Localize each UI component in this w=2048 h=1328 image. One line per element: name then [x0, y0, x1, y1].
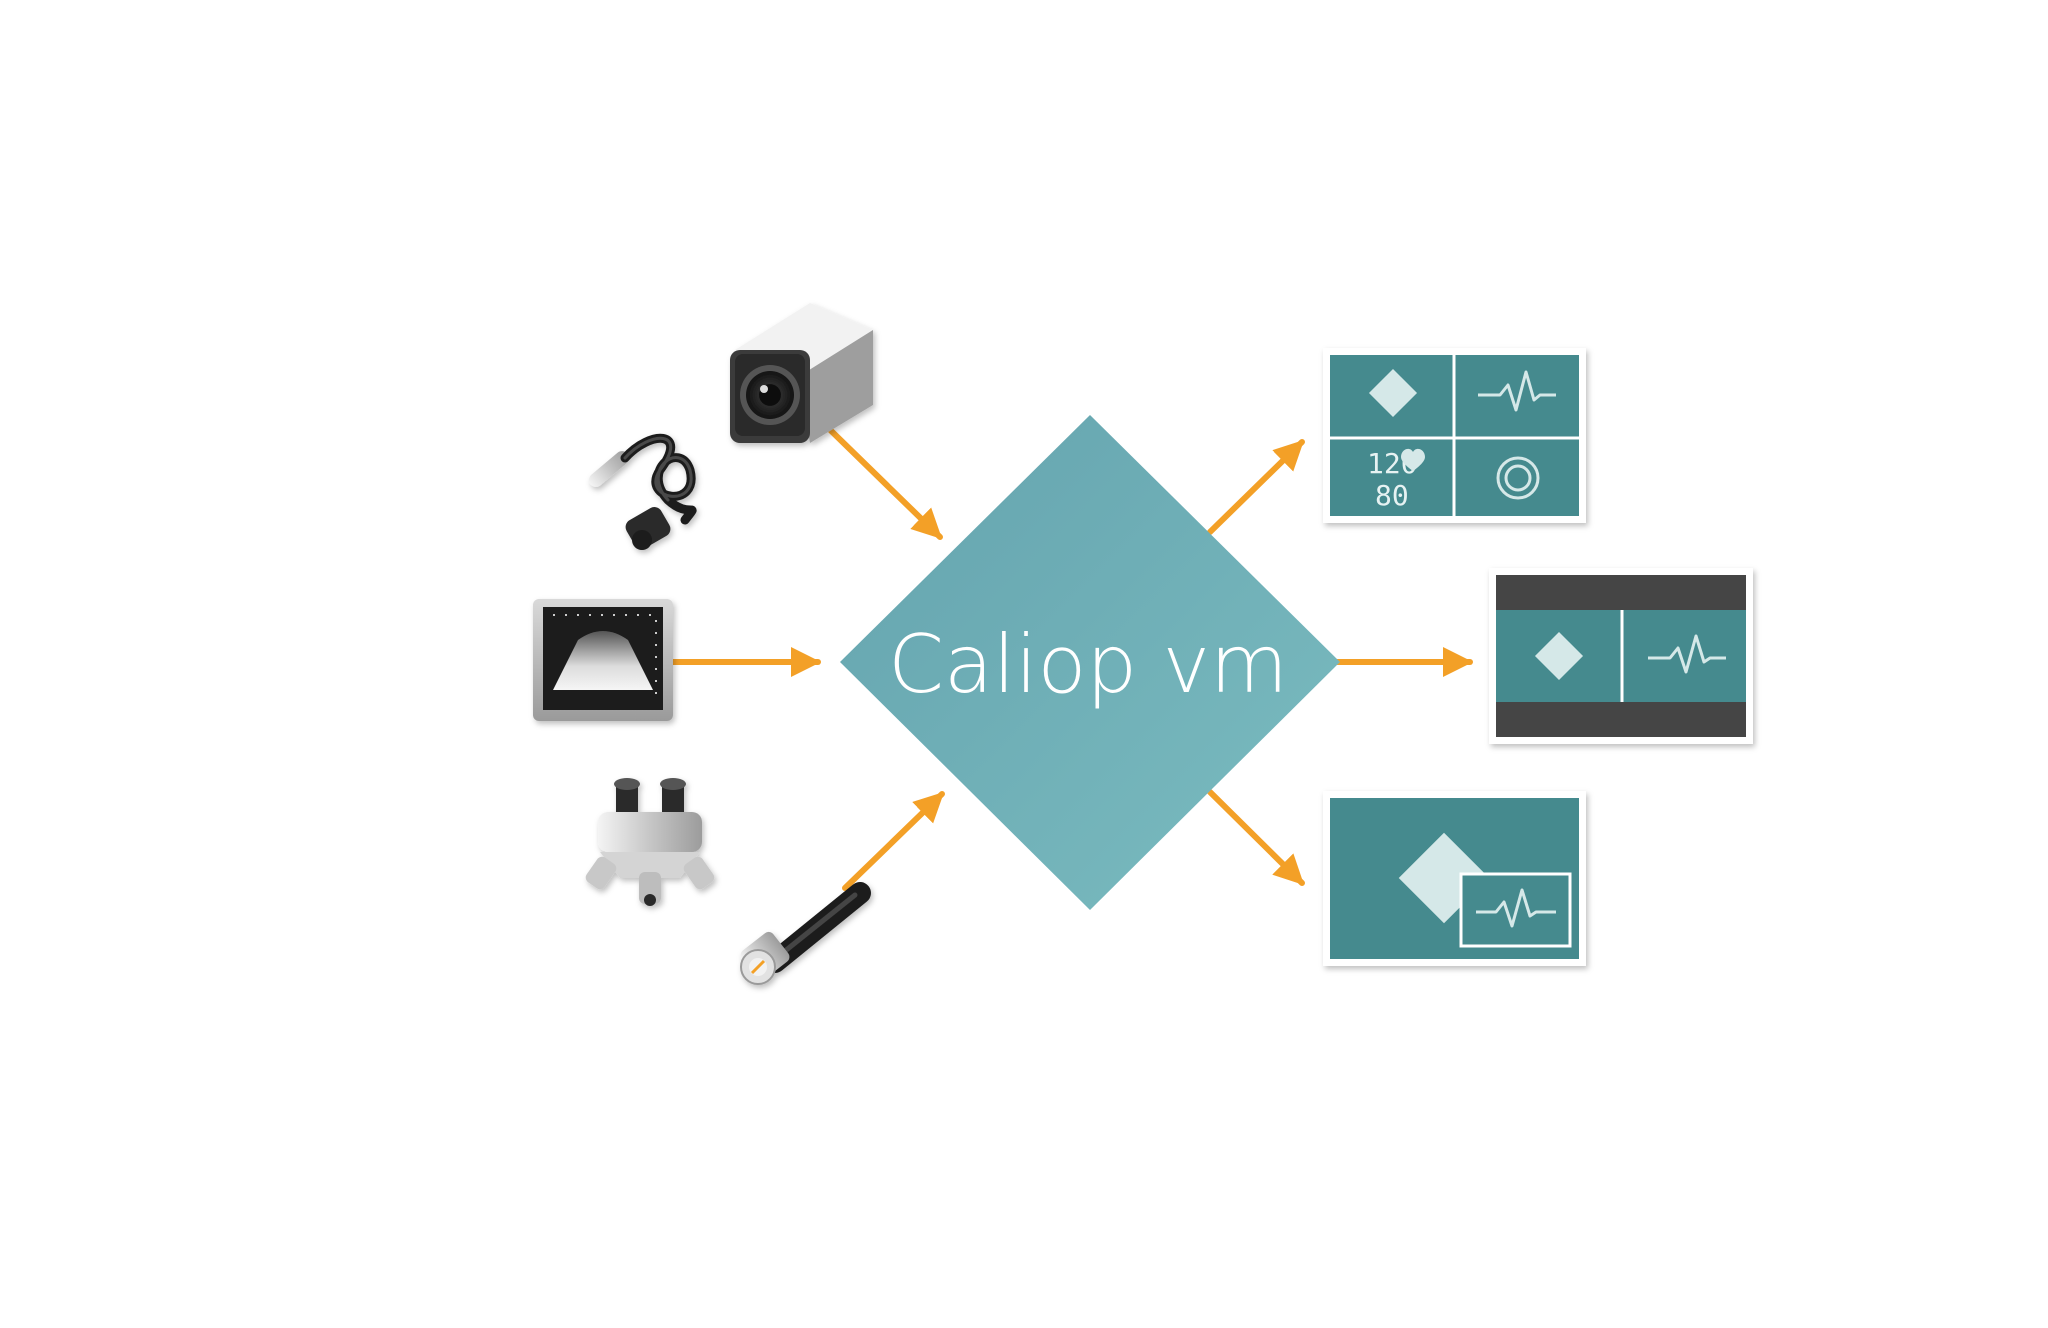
arrow-bnc-to-hub — [842, 791, 945, 891]
target-circle-icon — [1496, 456, 1540, 500]
ultrasound-monitor-icon — [533, 599, 673, 721]
connection-arrows — [669, 417, 1473, 891]
output-screen-pip — [1323, 791, 1586, 966]
arrow-hub-to-quad-screen — [1207, 439, 1305, 535]
microscope-icon — [585, 778, 715, 906]
pulse-waveform-icon — [1478, 370, 1556, 412]
heart-icon — [1401, 448, 1425, 471]
caliop-hub: Caliop vm — [840, 415, 1340, 910]
hub-label: Caliop vm — [888, 618, 1288, 711]
endoscope-cable-icon — [588, 433, 697, 550]
camera-icon — [730, 303, 873, 443]
output-screen-side-by-side — [1489, 568, 1753, 744]
vitals-diastolic: 80 — [1375, 479, 1409, 512]
output-screen-quad: 120 80 — [1323, 348, 1586, 523]
pulse-waveform-icon — [1476, 888, 1556, 928]
arrow-hub-to-pip-screen — [1207, 789, 1305, 886]
hub-diamond — [840, 415, 1340, 910]
arrow-camera-to-hub — [817, 417, 943, 540]
pulse-waveform-icon — [1648, 634, 1726, 674]
bnc-connector-icon — [740, 882, 871, 985]
